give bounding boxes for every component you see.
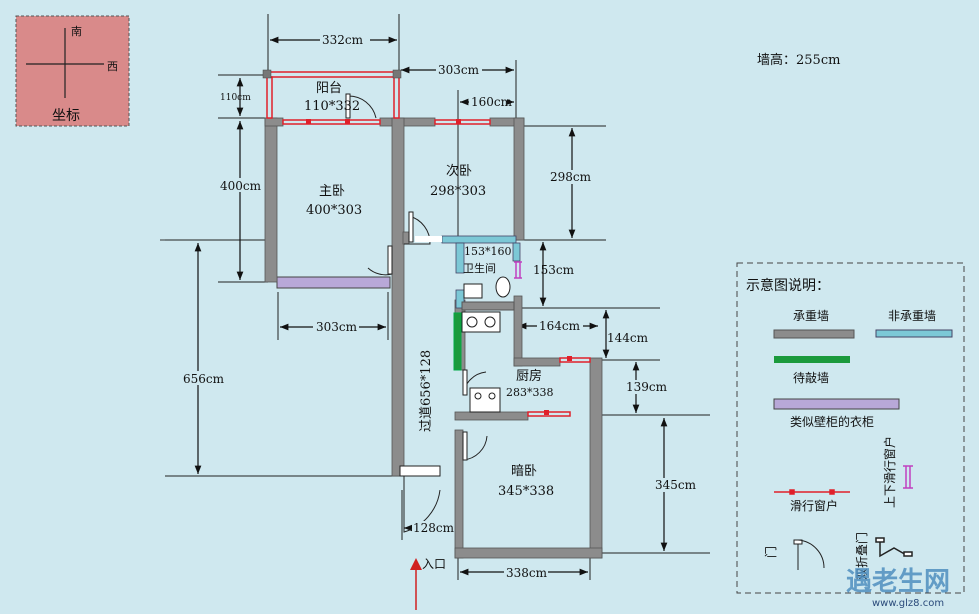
dim-110: 110cm (220, 93, 251, 103)
legend-fold-label: 双折叠门 (854, 532, 869, 580)
room-dark-size: 345*338 (498, 484, 554, 499)
dim-128: 128cm (413, 521, 455, 535)
dim-153: 153cm (533, 263, 575, 277)
doors (345, 93, 488, 533)
wardrobe (276, 276, 391, 289)
bath-vertical-window (514, 261, 522, 279)
entrance-marker: 入口 (410, 557, 446, 610)
bath-fixtures (461, 276, 511, 413)
dim-139: 139cm (626, 380, 668, 394)
compass-west: 西 (107, 60, 118, 73)
dim-303-left: 303cm (316, 320, 358, 334)
compass-label: 坐标 (52, 108, 80, 124)
room-master-name: 主卧 (319, 184, 345, 199)
dim-160: 160cm (471, 95, 513, 109)
room-kitchen-size: 283*338 (506, 386, 554, 399)
room-master-size: 400*303 (306, 203, 362, 218)
legend-removable-label: 待敲墙 (793, 370, 829, 385)
room-bath-size: 153*160 (464, 245, 512, 258)
dim-303-top: 303cm (438, 63, 480, 77)
legend-vslide-label: 上下滑行窗户 (882, 436, 897, 508)
room-dark-name: 暗卧 (511, 464, 537, 479)
legend-nonbearing-swatch (875, 329, 953, 338)
watermark-url: www.glz8.com (872, 598, 944, 609)
room-second-name: 次卧 (446, 163, 472, 179)
kitchen-counter (461, 301, 515, 311)
watermark-brand: 遇老生网 (846, 567, 950, 597)
legend-slide-swatch (774, 489, 850, 495)
room-balcony-name: 阳台 (316, 81, 342, 96)
dim-338: 338cm (506, 566, 548, 580)
window-posts (262, 69, 402, 79)
extension-lines (165, 14, 710, 580)
compass-north: 南 (71, 25, 82, 38)
dimension-texts: 332cm 303cm 160cm 110cm 400cm 298cm 153c… (180, 32, 697, 580)
legend-wardrobe-swatch (773, 398, 900, 410)
legend-fold-swatch (875, 537, 913, 558)
legend-bearing-swatch (773, 329, 855, 339)
legend-removable-swatch (774, 356, 850, 363)
bearing-walls (264, 117, 603, 559)
room-kitchen-name: 厨房 (516, 368, 542, 384)
legend-vslide-swatch (903, 465, 913, 489)
legend-door-swatch (793, 539, 825, 570)
dim-345: 345cm (655, 478, 697, 492)
wall-height-label: 墙高：255cm (757, 52, 840, 68)
dim-144: 144cm (607, 331, 649, 345)
watermark: 遇老生网 www.glz8.com (846, 567, 950, 609)
dim-332: 332cm (322, 33, 364, 47)
legend-title: 示意图说明： (746, 277, 830, 294)
entrance-label: 入口 (422, 557, 446, 571)
dim-656: 656cm (183, 372, 225, 386)
legend-nonbearing-label: 非承重墙 (888, 309, 936, 323)
room-labels: 阳台 110*332 主卧 400*303 次卧 298*303 153*160… (304, 81, 554, 499)
legend-slide-label: 滑行窗户 (790, 498, 838, 513)
room-second-size: 298*303 (430, 184, 486, 199)
legend-box: 示意图说明： 承重墙 非承重墙 待敲墙 类似壁柜的衣柜 滑行窗户 上下滑行窗户 … (736, 262, 965, 594)
room-corridor-label: 过道656*128 (419, 350, 434, 432)
compass-box: 南 西 坐标 (15, 15, 130, 127)
legend-wardrobe-label: 类似壁柜的衣柜 (790, 414, 874, 429)
room-balcony-size: 110*332 (304, 99, 360, 114)
legend-door-label: 门 (763, 546, 778, 558)
dim-400: 400cm (220, 179, 262, 193)
dim-298: 298cm (550, 170, 592, 184)
removable-wall (453, 312, 462, 371)
legend-bearing-label: 承重墙 (793, 309, 829, 323)
dim-164: 164cm (539, 319, 581, 333)
room-bath-name: 卫生间 (463, 261, 496, 275)
